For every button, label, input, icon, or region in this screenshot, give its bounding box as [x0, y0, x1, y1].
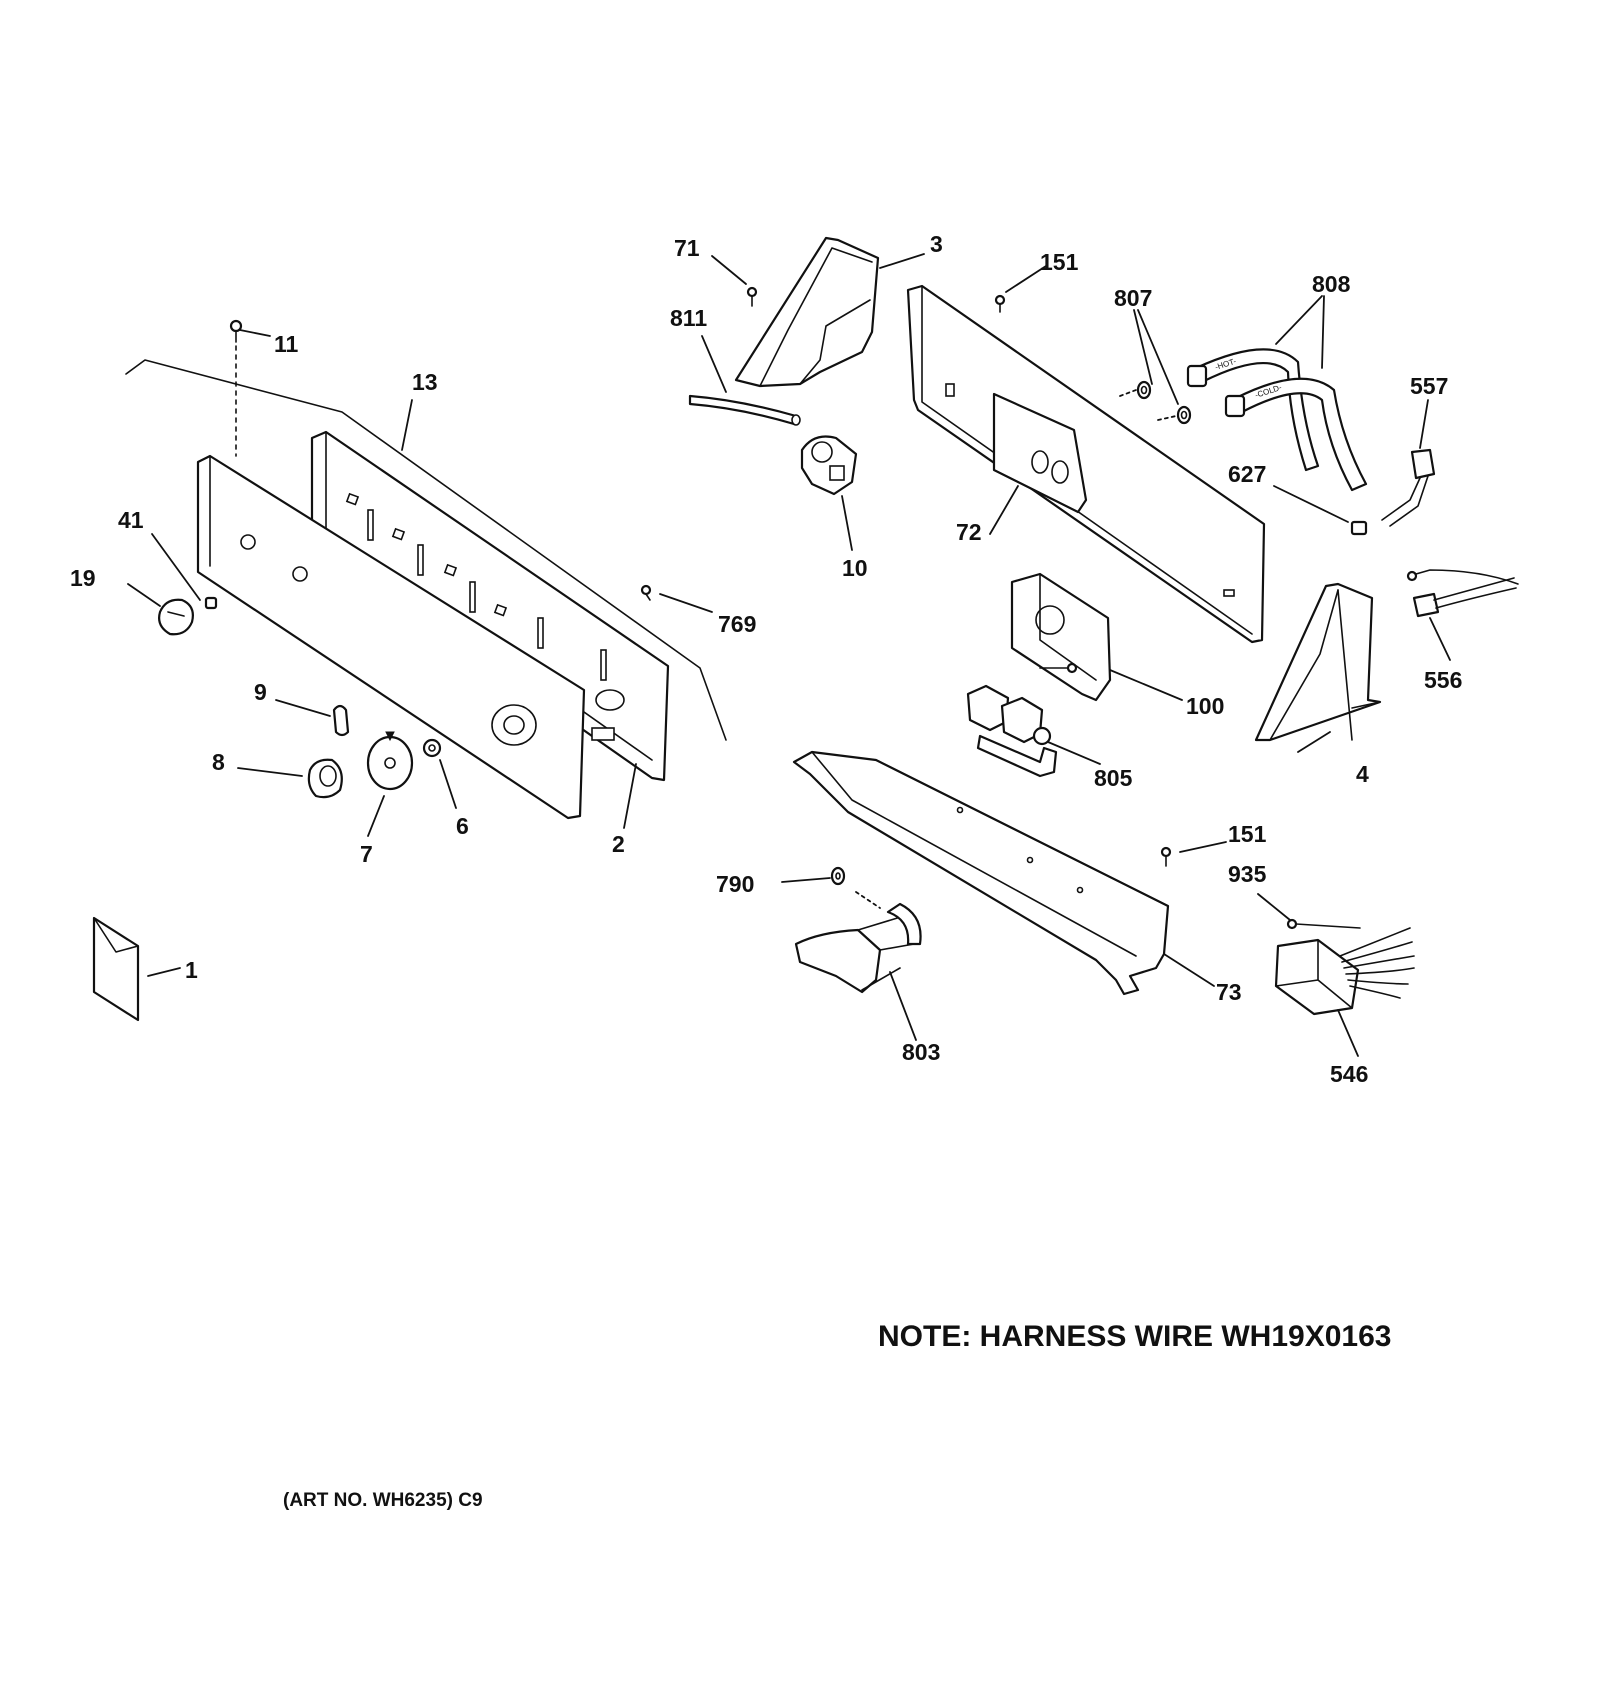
part-808-hose-hot[interactable]: -HOT- — [1186, 348, 1320, 472]
part-71-screw[interactable] — [746, 286, 758, 307]
part-72-rear-bracket[interactable] — [906, 284, 1266, 644]
part-807-washer-cold[interactable] — [1176, 405, 1192, 425]
part-11-screw[interactable] — [229, 319, 243, 457]
callout-790: 790 — [716, 871, 754, 897]
part-151-screw-upper[interactable] — [994, 294, 1006, 313]
part-557-cord-plug[interactable] — [1381, 448, 1436, 527]
callout-19: 19 — [70, 565, 96, 591]
part-73-lower-bracket[interactable] — [792, 750, 1170, 996]
art-number: (ART NO. WH6235) C9 — [283, 1490, 483, 1511]
callout-557: 557 — [1410, 373, 1448, 399]
part-546-wire-harness[interactable] — [1274, 927, 1415, 1016]
callout-151-upper: 151 — [1040, 249, 1079, 275]
part-13-backsplash-outline[interactable] — [125, 359, 727, 741]
callout-1: 1 — [185, 957, 198, 983]
callout-556: 556 — [1424, 667, 1462, 693]
leader-lines — [127, 253, 1451, 1057]
part-8-knob[interactable] — [307, 758, 343, 799]
callout-3: 3 — [930, 231, 943, 257]
callout-100: 100 — [1186, 693, 1224, 719]
part-100-timer[interactable] — [1010, 572, 1112, 702]
part-556-connector[interactable] — [1406, 569, 1519, 618]
part-19-knob[interactable] — [158, 598, 194, 636]
callout-13: 13 — [412, 369, 438, 395]
callout-labels: 1 2 3 4 6 7 8 9 10 11 13 19 41 71 72 73 … — [70, 231, 1462, 1087]
callout-72: 72 — [956, 519, 982, 545]
callout-11: 11 — [274, 331, 299, 357]
callout-4: 4 — [1356, 761, 1369, 787]
part-805-water-valve[interactable] — [966, 684, 1058, 778]
part-4-end-cap[interactable] — [1254, 582, 1382, 742]
part-790-clamp[interactable] — [830, 866, 846, 886]
part-6-nut[interactable] — [422, 738, 442, 758]
callout-151-lower: 151 — [1228, 821, 1267, 847]
part-808-hose-cold[interactable]: -COLD- — [1224, 377, 1368, 492]
callout-546: 546 — [1330, 1061, 1368, 1087]
callout-807: 807 — [1114, 285, 1152, 311]
callout-73: 73 — [1216, 979, 1242, 1005]
part-2-front-panel[interactable] — [196, 454, 586, 820]
callout-7: 7 — [360, 841, 373, 867]
part-803-bracket[interactable] — [794, 902, 922, 994]
callout-6: 6 — [456, 813, 469, 839]
callout-811: 811 — [670, 305, 707, 331]
part-769-screw[interactable] — [640, 584, 652, 601]
callout-8: 8 — [212, 749, 225, 775]
part-7-dial[interactable] — [366, 731, 414, 791]
callout-805: 805 — [1094, 765, 1133, 791]
part-1-envelope[interactable] — [92, 916, 140, 1022]
callout-2: 2 — [612, 831, 625, 857]
callout-41: 41 — [118, 507, 144, 533]
callout-803: 803 — [902, 1039, 940, 1065]
callout-808: 808 — [1312, 271, 1351, 297]
part-811-tube[interactable] — [688, 394, 801, 426]
part-935-ground-wire[interactable] — [1286, 918, 1361, 930]
part-41-spring-clip[interactable] — [204, 596, 218, 610]
part-10-pressure-switch[interactable] — [800, 435, 858, 496]
callout-627: 627 — [1228, 461, 1266, 487]
part-9-clip[interactable] — [332, 704, 350, 737]
part-807-washer-hot[interactable] — [1136, 380, 1152, 400]
callout-10: 10 — [842, 555, 868, 581]
callout-9: 9 — [254, 679, 267, 705]
callout-71: 71 — [674, 235, 700, 261]
part-627-connector[interactable] — [1350, 520, 1368, 536]
callout-769: 769 — [718, 611, 756, 637]
part-3-end-cap[interactable] — [734, 236, 880, 388]
callout-935: 935 — [1228, 861, 1267, 887]
part-151-screw-lower[interactable] — [1160, 846, 1172, 867]
harness-wire-note: NOTE: HARNESS WIRE WH19X0163 — [878, 1320, 1392, 1353]
